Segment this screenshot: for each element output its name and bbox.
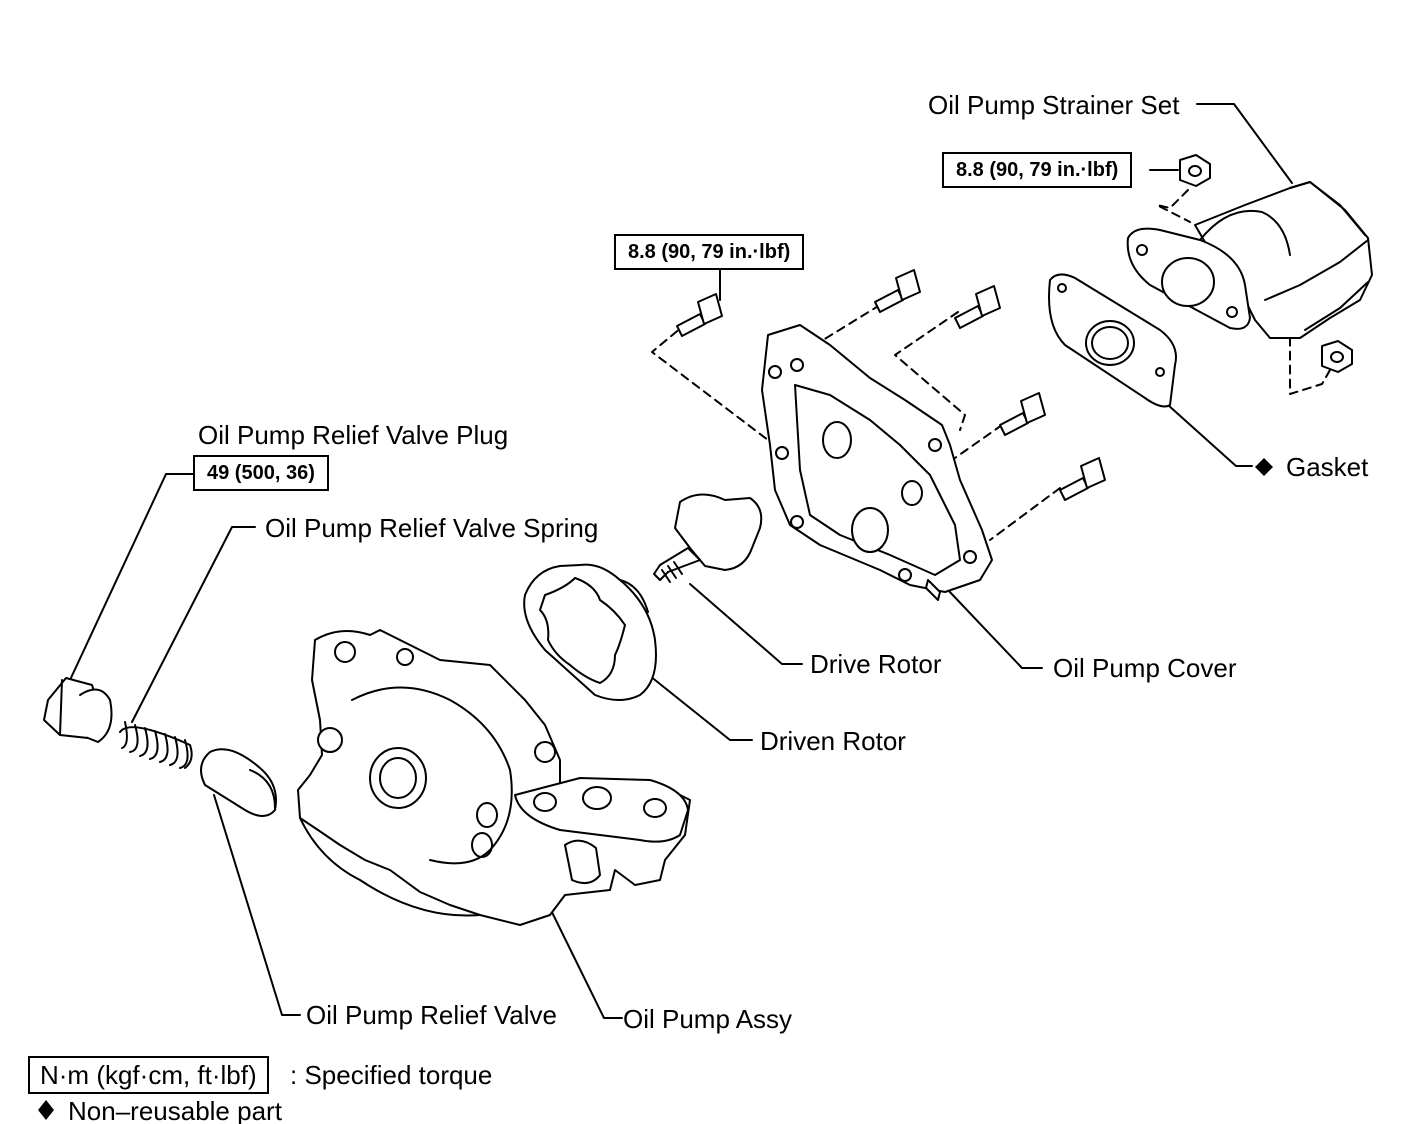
label-relief-valve: Oil Pump Relief Valve — [306, 1000, 557, 1030]
bolt-1 — [676, 293, 723, 337]
non-reusable-diamond-icon — [38, 1100, 54, 1120]
relief-valve — [200, 748, 277, 817]
label-relief-valve-plug: Oil Pump Relief Valve Plug — [198, 420, 509, 450]
bolt-4 — [999, 392, 1046, 436]
oil-pump-assy — [297, 629, 691, 926]
legend-torque-desc: : Specified torque — [290, 1060, 493, 1090]
gasket-diamond-icon — [1255, 458, 1273, 476]
torque-cover-bolt: 8.8 (90, 79 in.·lbf) — [614, 234, 805, 270]
label-relief-valve-spring: Oil Pump Relief Valve Spring — [265, 513, 599, 543]
driven-rotor — [523, 563, 657, 701]
oil-pump-cover — [761, 324, 993, 601]
bolts — [676, 269, 1106, 501]
torque-relief-plug: 49 (500, 36) — [193, 455, 329, 491]
bolt-3 — [954, 285, 1001, 329]
bolt-5 — [1059, 457, 1106, 501]
label-drive-rotor: Drive Rotor — [810, 649, 942, 679]
relief-valve-plug — [43, 677, 113, 743]
leader-lines — [69, 103, 1293, 1019]
label-oil-pump-cover: Oil Pump Cover — [1053, 653, 1237, 683]
label-driven-rotor: Driven Rotor — [760, 726, 906, 756]
oil-pump-strainer-set — [1126, 154, 1373, 373]
torque-strainer-bolt: 8.8 (90, 79 in.·lbf) — [942, 152, 1133, 188]
drive-rotor — [653, 493, 763, 583]
relief-valve-spring — [119, 721, 193, 769]
legend-nonreusable-desc: Non–reusable part — [68, 1096, 282, 1124]
bolt-2 — [874, 269, 921, 313]
label-gasket: Gasket — [1286, 452, 1369, 482]
label-oil-pump-strainer-set: Oil Pump Strainer Set — [928, 90, 1180, 120]
label-oil-pump-assy: Oil Pump Assy — [623, 1004, 793, 1034]
gasket — [1048, 273, 1177, 408]
legend-torque-unit: N·m (kgf·cm, ft·lbf) — [28, 1056, 269, 1094]
